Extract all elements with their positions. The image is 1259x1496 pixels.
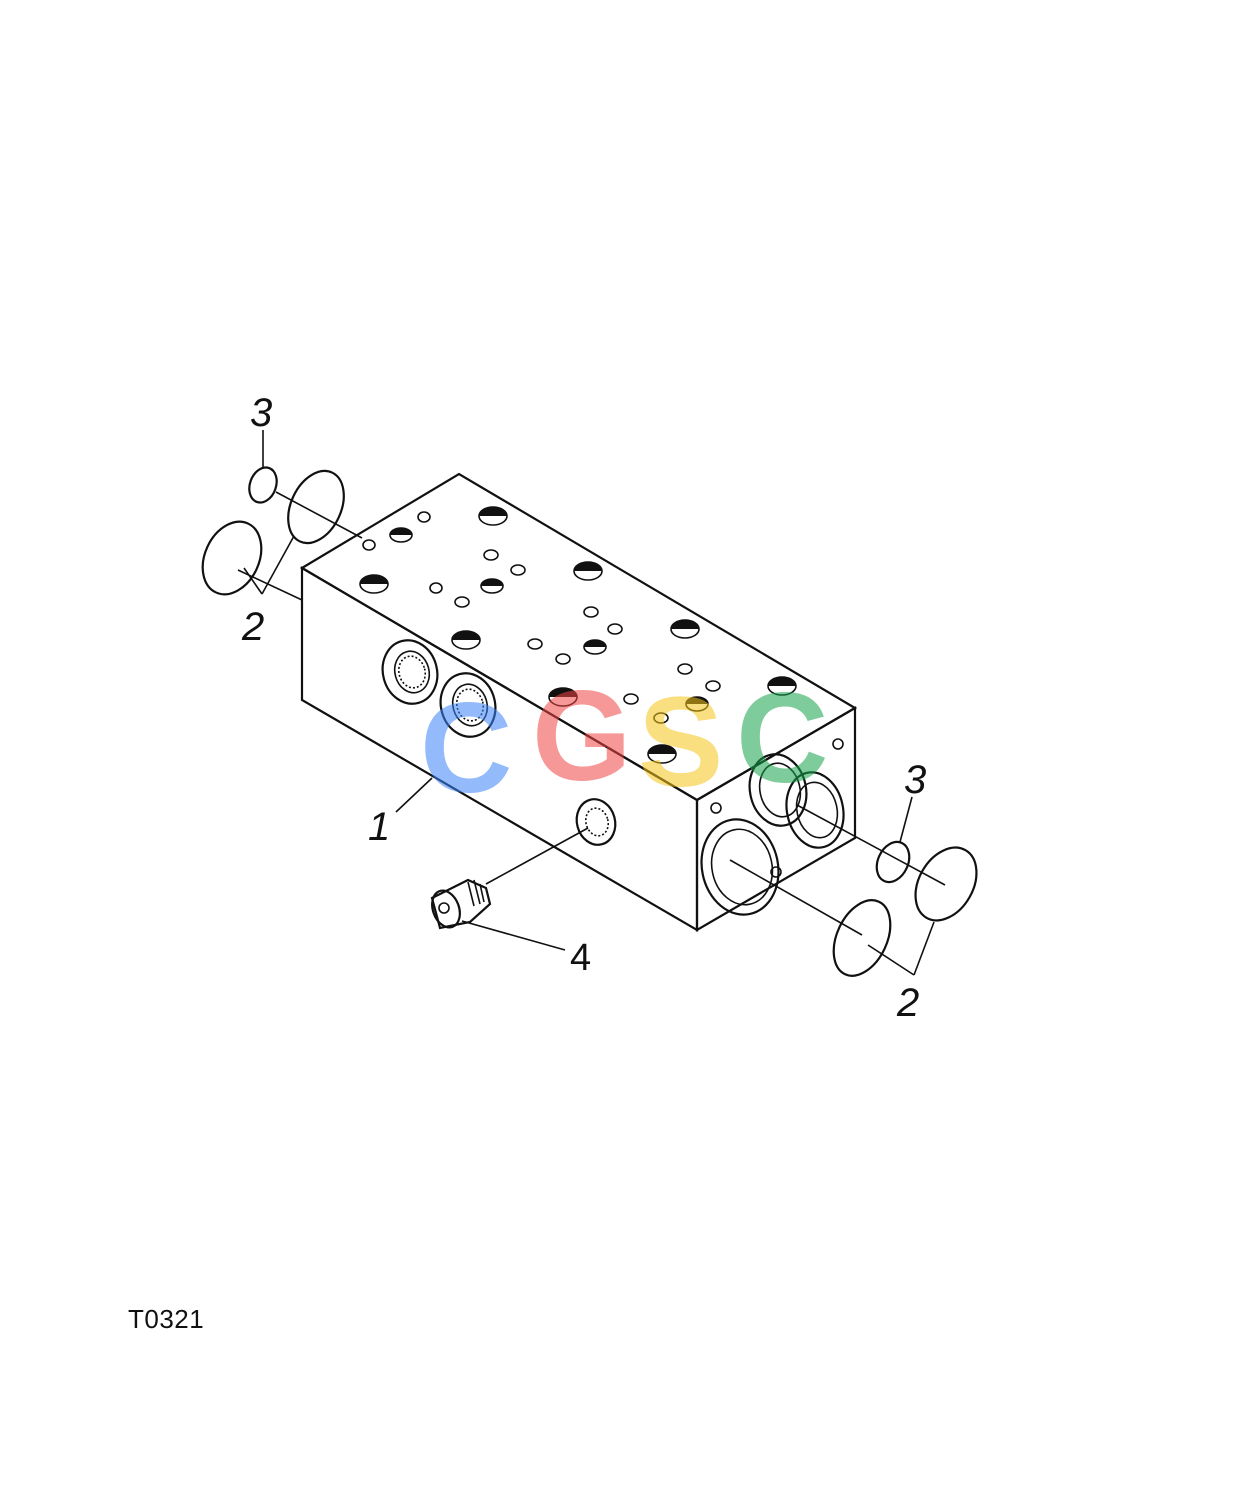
watermark-letter-g: G <box>532 665 632 808</box>
right-seal-rings <box>729 796 978 977</box>
callout-part-2-right: 2 <box>896 981 919 1025</box>
watermark-letter-s: S <box>638 671 723 814</box>
leader-part-1 <box>395 777 433 813</box>
plug-screw <box>430 827 589 951</box>
top-face-ports <box>359 506 797 764</box>
callout-part-3-right: 3 <box>904 758 926 802</box>
watermark-letter-c1: C <box>420 677 512 820</box>
watermark: C G S C <box>420 665 828 820</box>
figure-code: T0321 <box>128 1304 205 1334</box>
callout-part-2-left: 2 <box>241 605 264 649</box>
callout-part-1: 1 <box>368 805 390 849</box>
watermark-letter-c2: C <box>736 667 828 810</box>
left-seal-rings <box>201 430 363 601</box>
callout-part-3-left: 3 <box>250 391 272 435</box>
end-face-ports <box>700 738 845 916</box>
callout-part-4: 4 <box>570 937 591 979</box>
front-face-ports <box>381 639 617 846</box>
valve-block <box>299 472 858 932</box>
